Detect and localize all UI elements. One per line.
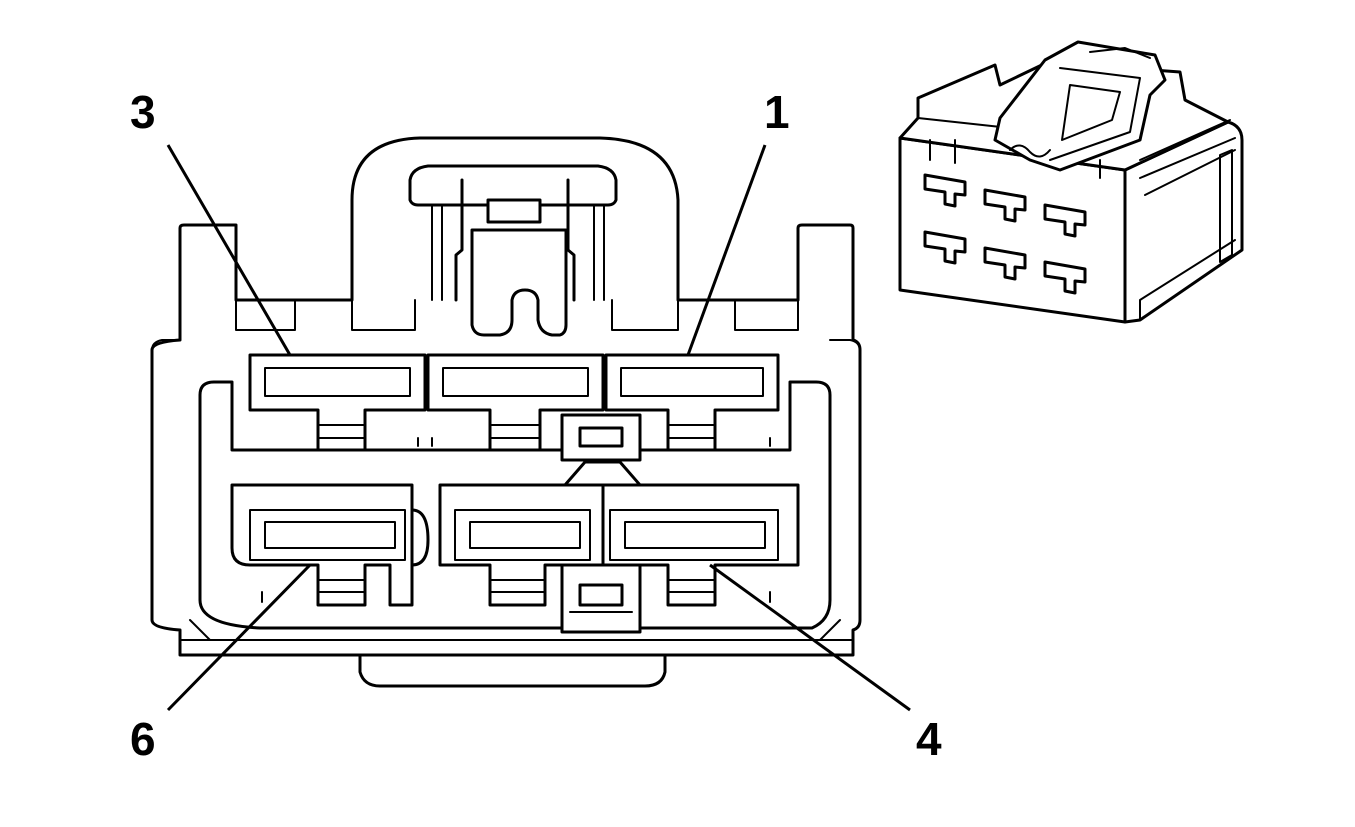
pin-label-3: 3 bbox=[130, 86, 156, 138]
iso-terminal-cavities bbox=[923, 173, 1087, 295]
pin-label-1: 1 bbox=[764, 86, 790, 138]
connector-face-view bbox=[150, 136, 862, 688]
connector-isometric-view bbox=[898, 40, 1244, 324]
leader-line-4 bbox=[709, 563, 911, 712]
terminal-cavity-2 bbox=[426, 353, 605, 452]
terminal-cavity-3 bbox=[248, 353, 427, 452]
terminal-cavity-5 bbox=[438, 483, 605, 607]
leader-line-1 bbox=[686, 144, 767, 356]
leader-line-3 bbox=[166, 144, 292, 356]
pin-label-6: 6 bbox=[130, 713, 156, 765]
leader-line-6 bbox=[166, 563, 312, 712]
pin-label-4: 4 bbox=[916, 713, 942, 765]
terminal-cavity-1 bbox=[604, 353, 780, 452]
terminal-cavity-6 bbox=[230, 483, 414, 607]
leader-lines bbox=[166, 144, 911, 712]
